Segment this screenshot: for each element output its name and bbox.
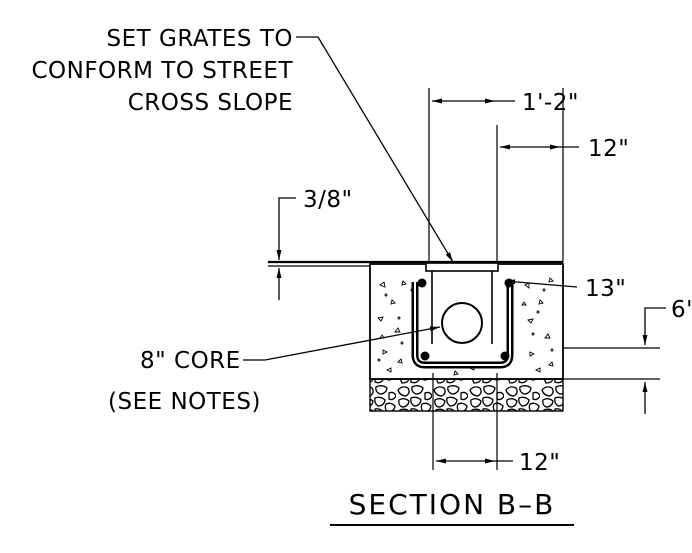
dimension-upper-12: 12" — [500, 136, 629, 162]
grate-note-line-1: SET GRATES TO — [107, 26, 293, 52]
grate-note-line-3: CROSS SLOPE — [128, 90, 293, 116]
grate-note: SET GRATES TO CONFORM TO STREET CROSS SL… — [31, 26, 454, 263]
dimension-base-6: 6" — [563, 297, 692, 414]
dimension-depth-13-label: 13" — [585, 276, 626, 302]
dimension-upper-12-label: 12" — [588, 136, 629, 162]
grate-leader — [296, 36, 454, 263]
dimension-base-6-label: 6" — [671, 297, 692, 323]
rebar-dot-bottom-left — [420, 351, 430, 361]
reinforcing-bar — [411, 278, 514, 369]
rebar-dot-top-right — [504, 278, 514, 288]
section-title-text: SECTION B–B — [349, 488, 556, 521]
dimension-bottom-12: 12" — [432, 373, 560, 476]
core-note: 8" CORE (SEE NOTES) — [108, 326, 441, 415]
rebar-dot-bottom-right — [500, 351, 510, 361]
dimension-top-width: 1'-2" — [432, 90, 579, 116]
dimension-grate-offset-label: 3/8" — [303, 187, 353, 213]
core-leader — [243, 326, 441, 361]
core-pipe — [441, 302, 483, 344]
dimension-bottom-12-label: 12" — [519, 450, 560, 476]
gravel-base — [369, 378, 564, 412]
upper-extension-lines — [428, 88, 564, 262]
core-note-line-1: 8" CORE — [140, 348, 241, 374]
rebar-dot-top-left — [417, 278, 427, 288]
dimension-grate-offset: 3/8" — [276, 187, 353, 300]
section-title: SECTION B–B — [330, 488, 574, 526]
concrete-aggregate — [377, 277, 554, 376]
grate-note-line-2: CONFORM TO STREET — [31, 58, 293, 84]
dimension-depth-13: 13" — [504, 276, 626, 302]
dimension-top-width-label: 1'-2" — [522, 90, 579, 116]
grate — [425, 262, 499, 344]
core-note-line-2: (SEE NOTES) — [108, 389, 261, 415]
